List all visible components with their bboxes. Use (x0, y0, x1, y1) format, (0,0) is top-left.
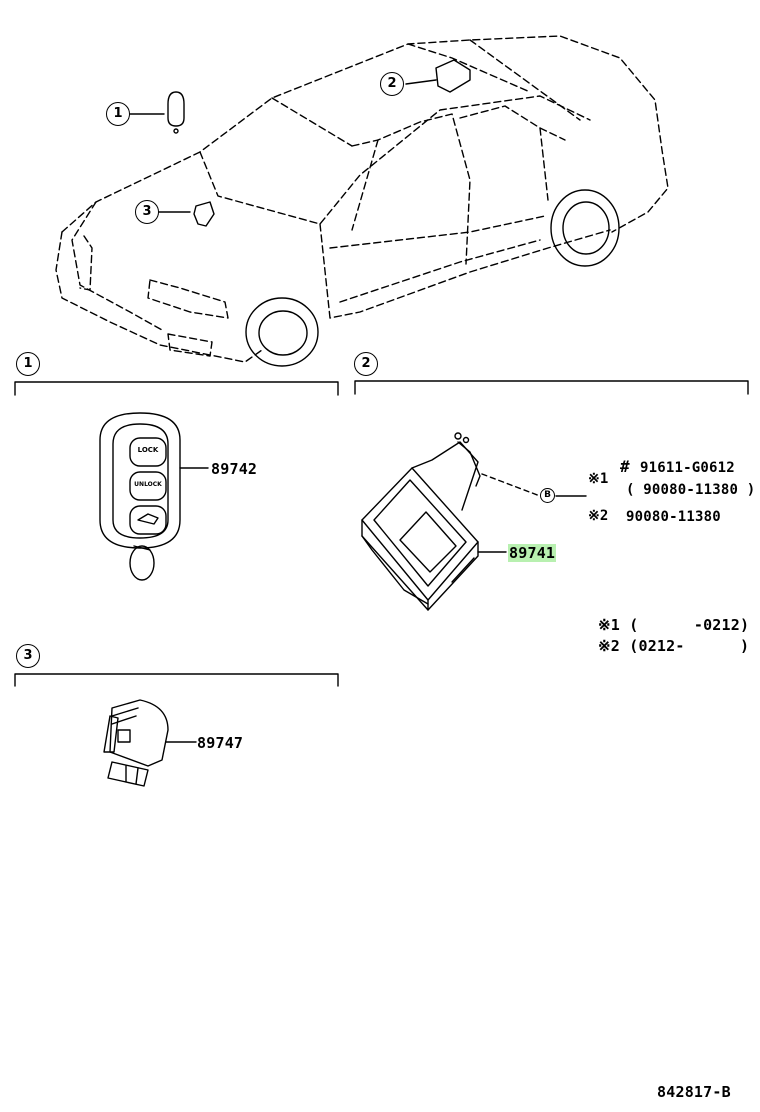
part-number-89741-text: 89741 (508, 544, 557, 562)
section-1-marker: 1 (16, 352, 40, 376)
bolt-note-hash: # (620, 457, 630, 476)
diagram-id: 842817-B (657, 1083, 731, 1101)
part-number-89742[interactable]: 89742 (211, 460, 258, 478)
key-fob-drawing (99, 412, 209, 581)
bolt-note-1-part[interactable]: 91611-G0612 (640, 460, 735, 476)
legend-line-1: ※1 ( -0212) (598, 616, 750, 634)
bolt-note-2-part[interactable]: 90080-11380 (626, 509, 721, 525)
car-illustration (55, 35, 669, 363)
section-3-marker: 3 (16, 644, 40, 668)
section-2-marker: 2 (354, 352, 378, 376)
part-number-89741[interactable]: 89741 (508, 544, 557, 562)
car-wheels (245, 189, 620, 367)
part-number-89747[interactable]: 89747 (197, 734, 244, 752)
bolt-note-1-alt-part[interactable]: ( 90080-11380 ) (626, 482, 756, 498)
legend-line-2: ※2 (0212- ) (598, 637, 750, 655)
fob-unlock-label: UNLOCK (134, 481, 162, 488)
receiver-drawing (361, 432, 587, 611)
section-3-bracket (14, 673, 339, 687)
callout-1-on-car[interactable]: 1 (106, 102, 130, 126)
fob-lock-label: LOCK (137, 446, 159, 454)
bolt-callout-b: B (540, 488, 555, 503)
connector-drawing (103, 699, 197, 787)
section-1-bracket (14, 381, 339, 396)
bolt-note-1-marker: ※1 (588, 471, 609, 487)
callout-3-on-car[interactable]: 3 (135, 200, 159, 224)
callout-2-on-car[interactable]: 2 (380, 72, 404, 96)
section-2-bracket (354, 380, 749, 395)
bolt-note-2-marker: ※2 (588, 508, 609, 524)
